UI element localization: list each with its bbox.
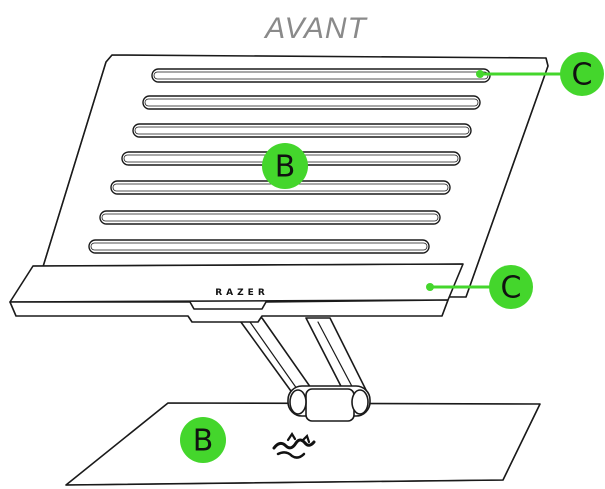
callout-lower-right: C — [426, 265, 533, 309]
callout-base-plate: B — [180, 417, 226, 463]
vent-slot — [88, 239, 430, 254]
callout-label-base-plate: B — [193, 424, 214, 459]
callout-top-right: C — [476, 52, 604, 96]
razer-snake-logo-icon — [272, 431, 316, 459]
vent-slot — [132, 123, 472, 138]
hinge — [287, 385, 371, 422]
callout-platform-center: B — [262, 143, 308, 189]
orientation-label: AVANT — [263, 12, 368, 45]
brand-mark: RAZER — [215, 288, 269, 298]
callout-label-lower-right: C — [501, 271, 522, 306]
vent-slot — [151, 68, 491, 83]
base-plate — [65, 402, 541, 486]
vent-slot — [142, 95, 481, 110]
vent-slot — [99, 210, 441, 225]
callout-label-top-right: C — [572, 58, 593, 93]
callout-label-platform-center: B — [275, 150, 296, 185]
